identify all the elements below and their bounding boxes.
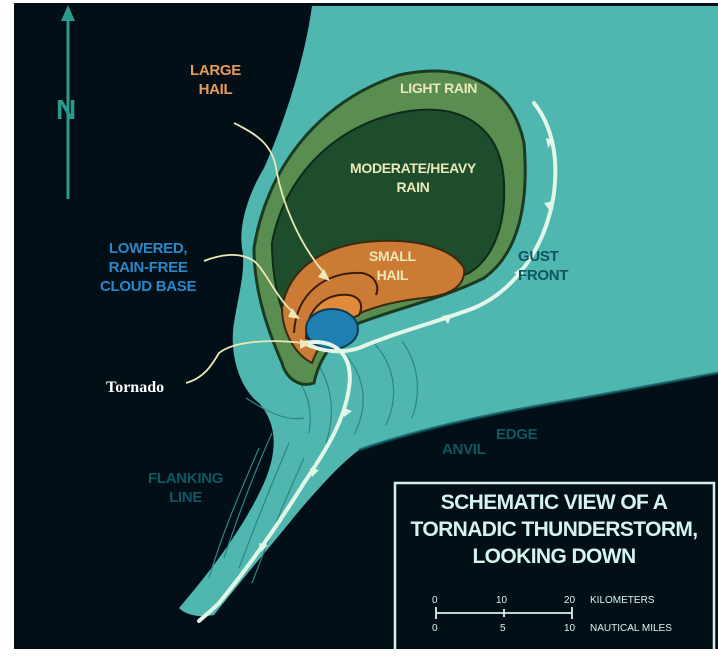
km-tick-0: 0: [432, 595, 438, 606]
km-label: KILOMETERS: [590, 595, 654, 606]
km-tick-20: 20: [564, 595, 575, 606]
km-tick-10: 10: [496, 595, 507, 606]
scale-bars: [436, 607, 572, 619]
nmi-tick-5: 5: [500, 623, 506, 634]
anvil-label: ANVIL: [442, 440, 486, 459]
nmi-tick-0: 0: [432, 623, 438, 634]
nmi-tick-10: 10: [564, 623, 575, 634]
north-label: N: [56, 95, 76, 125]
tornado-label: Tornado: [106, 379, 164, 397]
nmi-label: NAUTICAL MILES: [590, 623, 672, 634]
light-rain-label: LIGHT RAIN: [400, 79, 477, 98]
north-arrow-head-icon: [61, 5, 75, 21]
edge-label: EDGE: [496, 425, 537, 444]
